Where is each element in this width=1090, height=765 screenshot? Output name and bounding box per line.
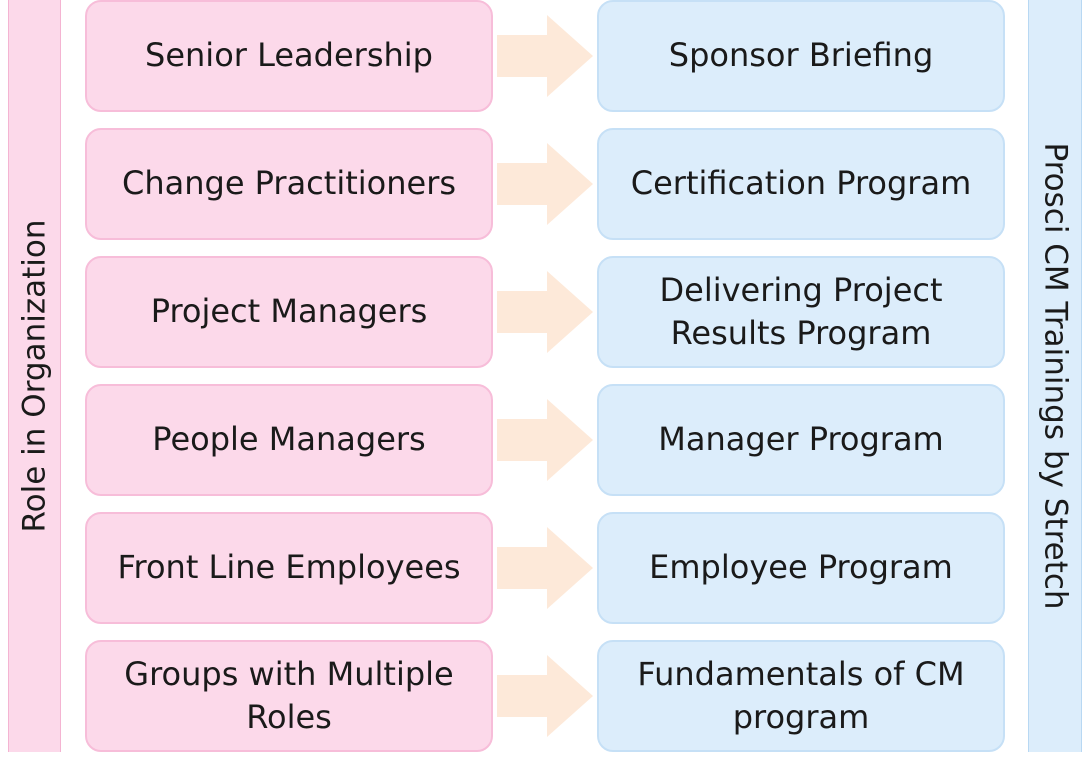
prosci-trainings-bar: Prosci CM Trainings by Stretch	[1028, 0, 1082, 752]
right-arrow-icon	[497, 527, 593, 609]
mapping-row: Senior Leadership Sponsor Briefing	[0, 0, 1090, 112]
role-box: Change Practitioners	[85, 128, 493, 240]
mapping-row: Change Practitioners Certification Progr…	[0, 128, 1090, 240]
training-box: Sponsor Briefing	[597, 0, 1005, 112]
right-arrow-icon	[497, 399, 593, 481]
role-box: People Managers	[85, 384, 493, 496]
training-box: Fundamentals of CM program	[597, 640, 1005, 752]
training-box: Employee Program	[597, 512, 1005, 624]
mapping-row: People Managers Manager Program	[0, 384, 1090, 496]
role-in-organization-bar: Role in Organization	[8, 0, 61, 752]
training-box: Certification Program	[597, 128, 1005, 240]
training-box: Manager Program	[597, 384, 1005, 496]
training-box: Delivering Project Results Program	[597, 256, 1005, 368]
mapping-row: Groups with Multiple Roles Fundamentals …	[0, 640, 1090, 752]
right-arrow-icon	[497, 271, 593, 353]
right-arrow-icon	[497, 143, 593, 225]
mapping-row: Front Line Employees Employee Program	[0, 512, 1090, 624]
role-box: Front Line Employees	[85, 512, 493, 624]
role-box: Groups with Multiple Roles	[85, 640, 493, 752]
role-box: Project Managers	[85, 256, 493, 368]
mapping-row: Project Managers Delivering Project Resu…	[0, 256, 1090, 368]
right-arrow-icon	[497, 655, 593, 737]
role-box: Senior Leadership	[85, 0, 493, 112]
right-arrow-icon	[497, 15, 593, 97]
